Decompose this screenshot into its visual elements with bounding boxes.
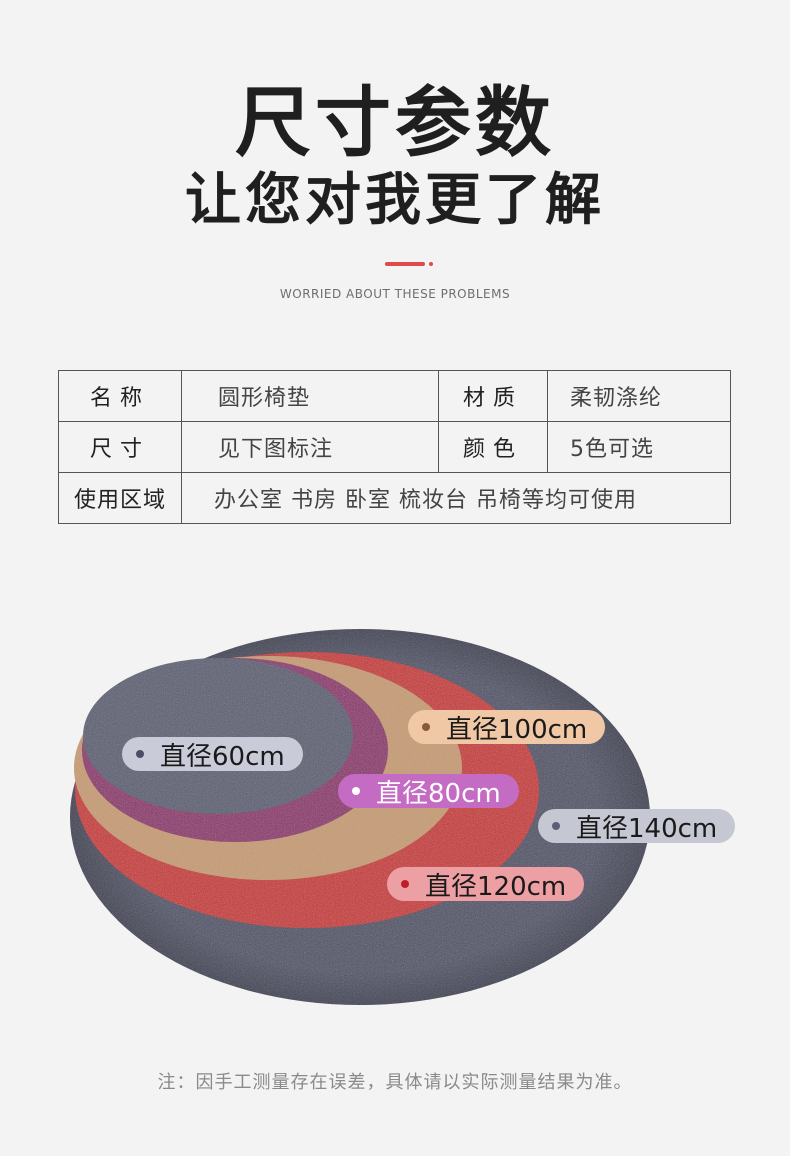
size-label-100: 直径100cm [408,710,606,745]
usage-value: 办公室 书房 卧室 梳妆台 吊椅等均可使用 [181,472,731,524]
color-value: 5色可选 [547,421,731,473]
size-label-text: 直径80cm [376,778,501,809]
table-row: 使用区域 办公室 书房 卧室 梳妆台 吊椅等均可使用 [58,472,731,524]
bullet-icon [552,822,560,830]
size-label-text: 直径140cm [576,813,718,844]
size-label-60: 直径60cm [122,737,303,772]
rug-size-illustration: 直径60cm 直径80cm 直径100cm 直径120cm 直径140cm [0,600,790,1040]
tagline: WORRIED ABOUT THESE PROBLEMS [279,287,511,301]
material-key: 材质 [438,370,548,422]
bullet-icon [352,787,360,795]
size-label-text: 直径60cm [160,741,285,772]
size-label-text: 直径100cm [446,714,588,745]
material-value: 柔韧涤纶 [547,370,731,422]
color-key: 颜色 [438,421,548,473]
measurement-note: 注：因手工测量存在误差，具体请以实际测量结果为准。 [157,1072,633,1093]
table-row: 名称 圆形椅垫 材质 柔韧涤纶 [58,370,731,422]
accent-dot [429,262,433,266]
size-label-80: 直径80cm [338,774,519,809]
size-label-140: 直径140cm [538,809,736,844]
rug-60cm [83,658,353,814]
page-subtitle: 让您对我更了解 [185,168,605,233]
spec-table: 名称 圆形椅垫 材质 柔韧涤纶 尺寸 见下图标注 颜色 5色可选 使用区域 办公… [58,370,731,524]
bullet-icon [401,880,409,888]
accent-bar [385,262,425,266]
size-key: 尺寸 [58,421,182,473]
usage-key: 使用区域 [58,472,182,524]
bullet-icon [136,750,144,758]
table-row: 尺寸 见下图标注 颜色 5色可选 [58,421,731,473]
size-label-text: 直径120cm [425,871,567,902]
size-value: 见下图标注 [181,421,439,473]
name-key: 名称 [58,370,182,422]
page-title: 尺寸参数 [235,78,555,167]
name-value: 圆形椅垫 [181,370,439,422]
size-label-120: 直径120cm [387,867,585,902]
bullet-icon [422,723,430,731]
